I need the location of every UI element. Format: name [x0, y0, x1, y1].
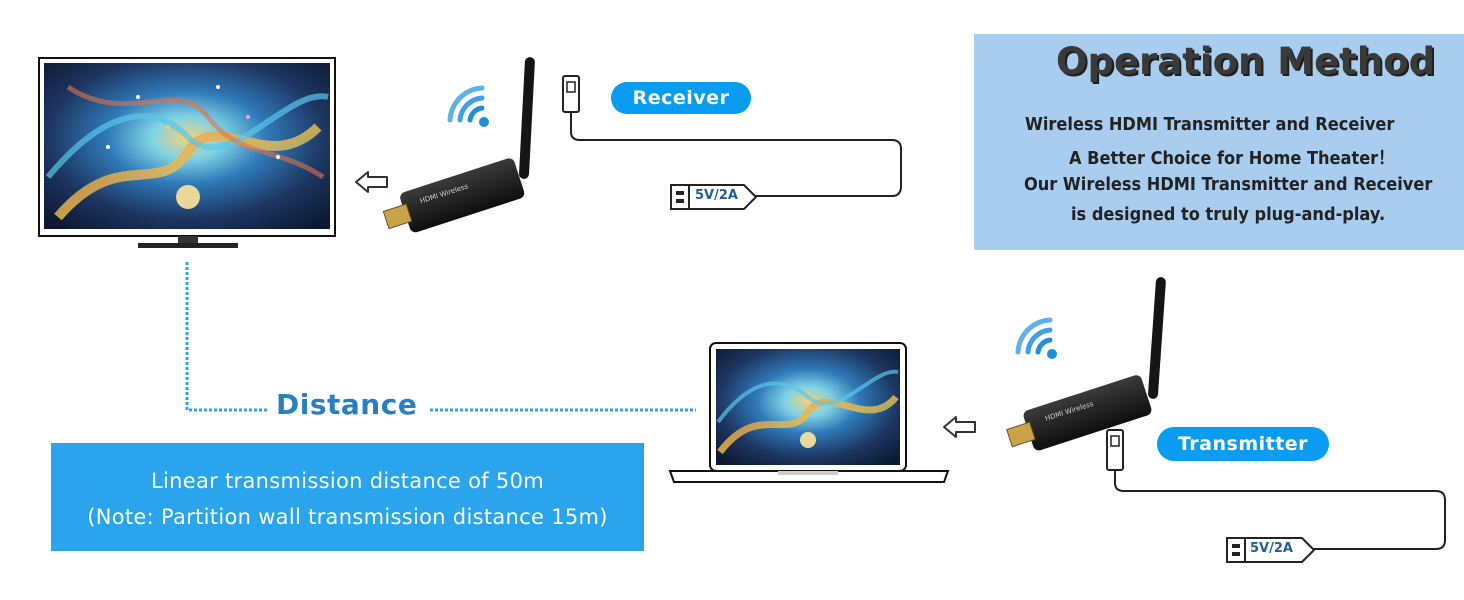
wifi-icon — [1015, 317, 1057, 359]
hdmi-dongle-icon: HDMI Wireless — [1006, 277, 1166, 451]
distance-label: Distance — [276, 388, 418, 421]
receiver-cable — [562, 75, 902, 197]
left-arrow-icon — [355, 171, 388, 193]
distance-info-box: Linear transmission distance of 50m (Not… — [51, 443, 644, 551]
operation-title: Operation Method — [1056, 40, 1436, 83]
laptop-icon — [668, 342, 950, 483]
hdmi-dongle-icon: HDMI Wireless — [382, 57, 535, 233]
tv-icon — [38, 57, 336, 248]
usb-plug-icon — [670, 184, 758, 210]
transmitter-cable — [1106, 429, 1446, 550]
operation-line-1: Wireless HDMI Transmitter and Receiver — [1025, 114, 1395, 135]
receiver-label: Receiver — [611, 82, 751, 114]
receiver-power-label: 5V/2A — [695, 188, 738, 203]
transmitter-power-label: 5V/2A — [1250, 541, 1293, 556]
operation-line-3: Our Wireless HDMI Transmitter and Receiv… — [1024, 174, 1433, 195]
transmitter-label: Transmitter — [1157, 427, 1329, 461]
distance-line-2: (Note: Partition wall transmission dista… — [87, 505, 608, 529]
left-arrow-icon — [943, 416, 976, 438]
distance-line-1: Linear transmission distance of 50m — [150, 469, 545, 493]
operation-panel: Operation Method Wireless HDMI Transmitt… — [974, 34, 1464, 250]
wifi-icon — [447, 85, 489, 127]
operation-line-2: A Better Choice for Home Theater！ — [1069, 148, 1395, 169]
usb-plug-icon — [1226, 537, 1316, 563]
distance-connector — [185, 262, 696, 412]
operation-line-4: is designed to truly plug-and-play. — [1071, 204, 1386, 225]
